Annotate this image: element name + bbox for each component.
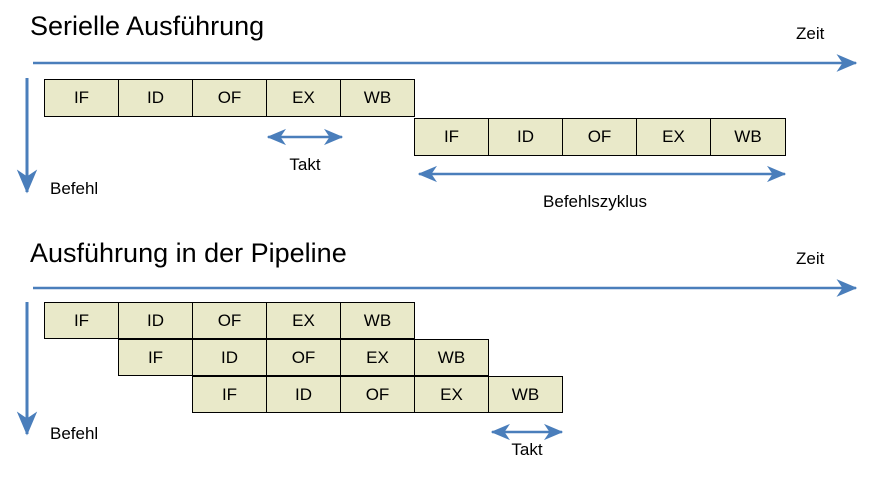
serial-row2-stage-id[interactable]: ID bbox=[488, 118, 563, 156]
pipeline-row3-stage-id[interactable]: ID bbox=[266, 376, 341, 413]
pipeline-row3-stage-if[interactable]: IF bbox=[192, 376, 267, 413]
pipeline-row2-stage-of[interactable]: OF bbox=[266, 339, 341, 376]
serial-befehlszyklus-label: Befehlszyklus bbox=[543, 192, 647, 211]
pipeline-row1-stage-wb[interactable]: WB bbox=[340, 302, 415, 339]
pipeline-row2-stage-if[interactable]: IF bbox=[118, 339, 193, 376]
pipeline-section-title: Ausführung in der Pipeline bbox=[30, 238, 347, 268]
pipeline-row3-stage-wb[interactable]: WB bbox=[488, 376, 563, 413]
pipeline-row3-stage-ex[interactable]: EX bbox=[414, 376, 489, 413]
pipeline-time-axis-label: Zeit bbox=[796, 249, 825, 268]
pipeline-row1-stage-of[interactable]: OF bbox=[192, 302, 267, 339]
pipeline-row1-stage-id[interactable]: ID bbox=[118, 302, 193, 339]
pipeline-row2-stage-ex[interactable]: EX bbox=[340, 339, 415, 376]
serial-row1-stage-of[interactable]: OF bbox=[192, 79, 267, 117]
serial-row2-stage-of[interactable]: OF bbox=[562, 118, 637, 156]
pipeline-takt-label: Takt bbox=[511, 440, 543, 459]
serial-row1-stage-wb[interactable]: WB bbox=[340, 79, 415, 117]
pipeline-row1-stage-ex[interactable]: EX bbox=[266, 302, 341, 339]
pipeline-row1-stage-if[interactable]: IF bbox=[44, 302, 119, 339]
serial-row2-stage-if[interactable]: IF bbox=[414, 118, 489, 156]
serial-row1-stage-if[interactable]: IF bbox=[44, 79, 119, 117]
serial-time-axis-label: Zeit bbox=[796, 24, 825, 43]
serial-row2-stage-wb[interactable]: WB bbox=[710, 118, 786, 156]
pipeline-row2-stage-id[interactable]: ID bbox=[192, 339, 267, 376]
serial-row2-stage-ex[interactable]: EX bbox=[636, 118, 711, 156]
pipeline-row2-stage-wb[interactable]: WB bbox=[414, 339, 489, 376]
pipeline-instruction-axis-label: Befehl bbox=[50, 424, 99, 443]
serial-row1-stage-id[interactable]: ID bbox=[118, 79, 193, 117]
serial-section-title: Serielle Ausführung bbox=[30, 11, 265, 41]
serial-instruction-axis-label: Befehl bbox=[50, 179, 99, 198]
serial-row1-stage-ex[interactable]: EX bbox=[266, 79, 341, 117]
pipeline-row3-stage-of[interactable]: OF bbox=[340, 376, 415, 413]
serial-takt-label: Takt bbox=[289, 155, 321, 174]
